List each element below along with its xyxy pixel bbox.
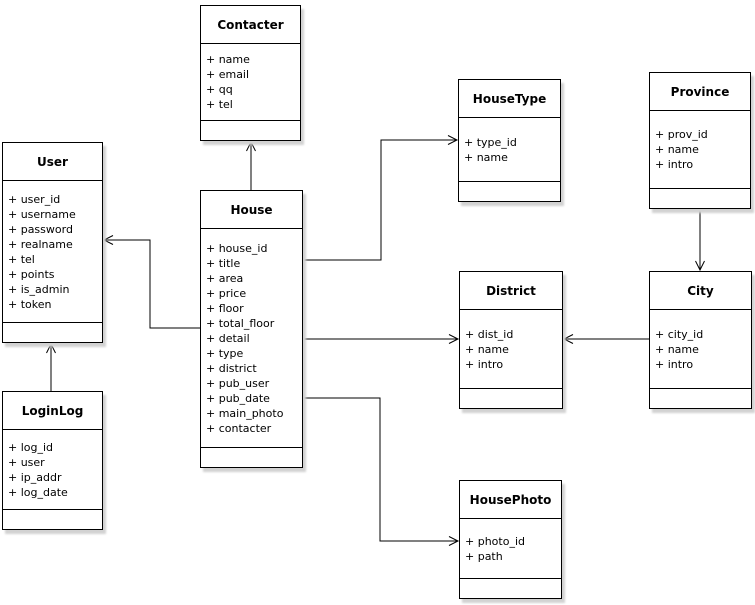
class-title: LoginLog bbox=[3, 392, 102, 430]
class-province[interactable]: Province + prov_id + name + intro bbox=[649, 72, 751, 209]
class-house[interactable]: House + house_id+ title+ area+ price+ fl… bbox=[200, 190, 303, 468]
class-methods-empty bbox=[650, 389, 751, 408]
class-attributes: + name + email + qq + tel bbox=[201, 44, 300, 121]
class-attribute: + qq bbox=[206, 83, 233, 96]
class-attribute: + main_photo bbox=[206, 406, 284, 420]
class-title: HouseType bbox=[459, 80, 560, 118]
class-methods-empty bbox=[460, 389, 562, 408]
class-attribute: + photo_id bbox=[465, 534, 525, 548]
class-attribute: + user bbox=[8, 455, 45, 469]
class-attribute: + detail bbox=[206, 331, 250, 345]
class-methods-empty bbox=[460, 579, 561, 598]
class-attribute: + area bbox=[206, 271, 244, 285]
class-attribute: + token bbox=[8, 297, 52, 311]
class-title: User bbox=[3, 143, 102, 181]
class-attribute: + name bbox=[465, 342, 509, 356]
class-attribute: + intro bbox=[655, 158, 694, 171]
class-attribute: + password bbox=[8, 222, 73, 236]
class-title: City bbox=[650, 272, 751, 310]
edge-house-to-user bbox=[102, 235, 200, 329]
class-methods-empty bbox=[650, 189, 750, 208]
class-city[interactable]: City + city_id+ name+ intro bbox=[649, 271, 752, 409]
class-methods-empty bbox=[201, 448, 302, 467]
class-attribute: + path bbox=[465, 549, 503, 563]
class-attribute: + points bbox=[8, 267, 55, 281]
class-attributes: + prov_id + name + intro bbox=[650, 111, 750, 189]
class-title: Province bbox=[650, 73, 750, 111]
class-attribute: + user_id bbox=[8, 192, 61, 206]
class-loginlog[interactable]: LoginLog + log_id+ user+ ip_addr+ log_da… bbox=[2, 391, 103, 530]
class-title: House bbox=[201, 191, 302, 229]
class-attributes: + photo_id+ path bbox=[460, 519, 561, 579]
class-attribute: + name bbox=[206, 53, 250, 66]
class-housetype[interactable]: HouseType + type_id+ name bbox=[458, 79, 561, 202]
class-attribute: + log_date bbox=[8, 485, 68, 499]
class-attribute: + total_floor bbox=[206, 316, 275, 330]
class-attribute: + intro bbox=[655, 357, 694, 371]
class-attributes: + log_id+ user+ ip_addr+ log_date bbox=[3, 430, 102, 510]
class-attributes: + dist_id+ name+ intro bbox=[460, 310, 562, 389]
class-attributes: + type_id+ name bbox=[459, 118, 560, 182]
class-attribute: + is_admin bbox=[8, 282, 70, 296]
class-attribute: + district bbox=[206, 361, 257, 375]
edge-house-to-housephoto bbox=[303, 397, 460, 546]
class-attribute: + title bbox=[206, 256, 241, 270]
class-methods-empty bbox=[3, 510, 102, 529]
class-attributes: + city_id+ name+ intro bbox=[650, 310, 751, 389]
class-attribute: + realname bbox=[8, 237, 73, 251]
class-attribute: + pub_user bbox=[206, 376, 270, 390]
class-attribute: + type bbox=[206, 346, 244, 360]
class-title: Contacter bbox=[201, 6, 300, 44]
edge-house-to-housetype bbox=[303, 135, 459, 261]
class-attribute: + pub_date bbox=[206, 391, 270, 405]
class-attribute: + type_id bbox=[464, 135, 517, 149]
class-methods-empty bbox=[201, 121, 300, 140]
class-attribute: + price bbox=[206, 286, 247, 300]
class-attribute: + floor bbox=[206, 301, 244, 315]
class-attribute: + username bbox=[8, 207, 76, 221]
class-housephoto[interactable]: HousePhoto + photo_id+ path bbox=[459, 480, 562, 599]
class-attribute: + name bbox=[655, 143, 699, 156]
class-attribute: + contacter bbox=[206, 421, 272, 435]
class-attributes: + user_id+ username+ password+ realname+… bbox=[3, 181, 102, 323]
class-attribute: + house_id bbox=[206, 241, 268, 255]
class-attribute: + log_id bbox=[8, 440, 54, 454]
class-title: HousePhoto bbox=[460, 481, 561, 519]
class-title: District bbox=[460, 272, 562, 310]
class-attribute: + dist_id bbox=[465, 327, 514, 341]
class-attribute: + intro bbox=[465, 357, 504, 371]
class-attribute: + ip_addr bbox=[8, 470, 62, 484]
class-contacter[interactable]: Contacter + name + email + qq + tel bbox=[200, 5, 301, 141]
class-attribute: + prov_id bbox=[655, 128, 708, 141]
class-attribute: + name bbox=[464, 150, 508, 164]
class-methods-empty bbox=[3, 323, 102, 342]
class-district[interactable]: District + dist_id+ name+ intro bbox=[459, 271, 563, 409]
class-attribute: + tel bbox=[8, 252, 35, 266]
class-attributes: + house_id+ title+ area+ price+ floor+ t… bbox=[201, 229, 302, 448]
class-attribute: + name bbox=[655, 342, 699, 356]
class-attribute: + city_id bbox=[655, 327, 704, 341]
class-methods-empty bbox=[459, 182, 560, 201]
class-user[interactable]: User + user_id+ username+ password+ real… bbox=[2, 142, 103, 343]
class-attribute: + tel bbox=[206, 98, 233, 111]
class-attribute: + email bbox=[206, 68, 250, 81]
